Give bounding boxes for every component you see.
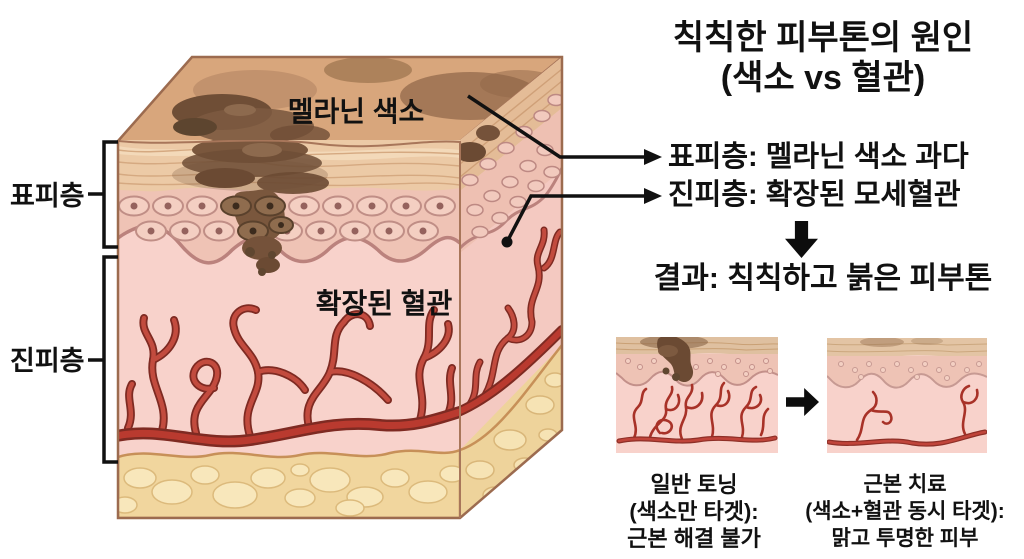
page-title: 칙칙한 피부톤의 원인 (색소 vs 혈관) (622, 18, 1024, 98)
dermis-layer-label: 진피층 (10, 346, 85, 376)
skin-cube-illustration (88, 55, 662, 520)
arrow-right-icon (786, 388, 819, 416)
dermis-bracket (88, 255, 118, 464)
after-skin-illustration (827, 338, 987, 453)
page-title-line2: (색소 vs 혈관) (720, 59, 926, 97)
dilated-vessels (118, 304, 460, 448)
melanin-pigment-label: 멜라닌 색소 (287, 96, 425, 127)
dermis-cause-text: 진피층: 확장된 모세혈관 (668, 179, 961, 211)
cube-front-face (118, 140, 460, 518)
before-caption-subtitle: (색소만 타겟): (629, 499, 759, 524)
cube-top-face (118, 57, 562, 141)
result-text: 결과: 칙칙하고 붉은 피부톤 (653, 262, 993, 295)
after-caption-outcome: 맑고 투명한 피부 (831, 527, 979, 550)
dilated-vessels-label: 확장된 혈관 (315, 288, 453, 319)
epidermis-layer-label: 표피층 (10, 181, 85, 211)
epidermis-cause-text: 표피층: 멜라닌 색소 과다 (668, 141, 969, 173)
epidermis-bracket (88, 140, 118, 249)
melanin-pigment-column (172, 140, 329, 276)
before-caption: 일반 토닝 (색소만 타겟): 근본 해결 불가 (601, 471, 787, 552)
before-caption-title: 일반 토닝 (650, 472, 738, 497)
after-caption-subtitle: (색소+혈관 동시 타겟): (805, 500, 1005, 523)
dermis-connector-line (501, 188, 662, 248)
page-title-line1: 칙칙한 피부톤의 원인 (672, 19, 974, 57)
before-skin-illustration (616, 337, 778, 453)
before-caption-outcome: 근본 해결 불가 (627, 526, 761, 551)
epidermis-connector-line (467, 94, 662, 165)
arrow-down-icon (785, 221, 818, 258)
after-caption-title: 근본 치료 (863, 473, 947, 496)
epidermis-cells (118, 195, 456, 242)
after-caption: 근본 치료 (색소+혈관 동시 타겟): 맑고 투명한 피부 (790, 471, 1020, 552)
